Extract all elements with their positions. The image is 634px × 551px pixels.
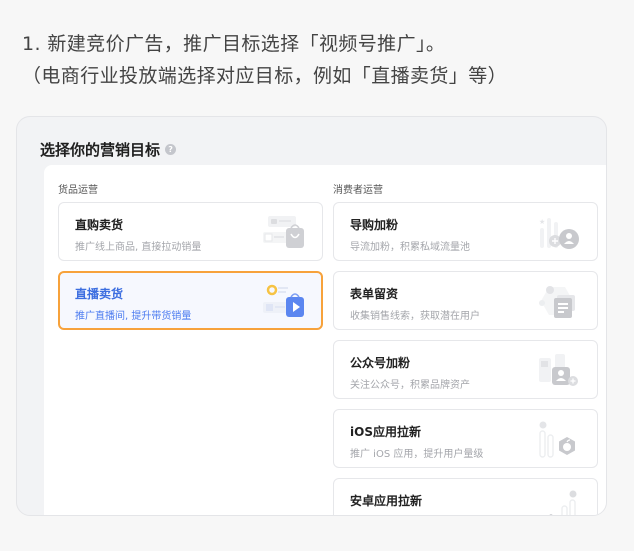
instruction-line-1: 1. 新建竞价广告，推广目标选择「视频号推广」。 — [22, 33, 446, 55]
goal-card-ios-app[interactable]: iOS应用拉新 推广 iOS 应用，提升用户量级 — [333, 409, 598, 468]
panel-title: 选择你的营销目标 ? — [40, 139, 177, 160]
column-label-consumer-ops: 消费者运营 — [333, 185, 383, 196]
goal-card-direct-purchase[interactable]: 直购卖货 推广线上商品, 直接拉动销量 — [58, 202, 323, 261]
card-title: 安卓应用拉新 — [350, 494, 423, 508]
card-title: 直购卖货 — [75, 218, 124, 232]
card-title: 公众号加粉 — [350, 356, 411, 370]
svg-text:★: ★ — [539, 218, 545, 226]
goal-options-area: 货品运营 直购卖货 推广线上商品, 直接拉动销量 直播卖货 推广直播间, 提升带… — [44, 165, 606, 515]
goal-card-follower-growth[interactable]: 导购加粉 导流加粉，积累私域流量池 ★ — [333, 202, 598, 261]
android-app-icon — [549, 490, 577, 515]
marketing-goal-panel: 选择你的营销目标 ? 货品运营 直购卖货 推广线上商品, 直接拉动销量 直播卖货… — [16, 116, 607, 516]
column-label-product-ops: 货品运营 — [58, 185, 98, 196]
card-desc: 关注公众号，积累品牌资产 — [350, 380, 470, 391]
add-user-chat-icon: ★ — [539, 218, 579, 249]
instruction-line-2: （电商行业投放端选择对应目标，例如「直播卖货」等） — [22, 65, 508, 87]
card-desc: 推广直播间, 提升带货销量 — [75, 311, 192, 322]
card-title: 直播卖货 — [75, 287, 124, 301]
card-title: iOS应用拉新 — [350, 425, 421, 439]
official-account-user-icon — [539, 354, 578, 386]
goal-card-live-selling[interactable]: 直播卖货 推广直播间, 提升带货销量 — [58, 271, 323, 330]
panel-title-text: 选择你的营销目标 — [40, 141, 161, 159]
apple-app-icon — [539, 421, 575, 458]
card-desc: 收集销售线索，获取潜在用户 — [350, 311, 480, 322]
card-title: 导购加粉 — [350, 218, 399, 232]
card-desc: 导流加粉，积累私域流量池 — [350, 242, 470, 253]
instruction-text: 1. 新建竞价广告，推广目标选择「视频号推广」。 （电商行业投放端选择对应目标，… — [22, 28, 622, 92]
card-desc: 推广 iOS 应用，提升用户量级 — [350, 449, 484, 460]
live-play-bag-icon — [263, 284, 304, 317]
card-title: 表单留资 — [350, 287, 399, 301]
goal-card-android-app[interactable]: 安卓应用拉新 — [333, 478, 598, 515]
goal-card-official-account[interactable]: 公众号加粉 关注公众号，积累品牌资产 — [333, 340, 598, 399]
form-document-icon — [539, 286, 575, 318]
question-circle-icon[interactable]: ? — [165, 144, 177, 155]
shopping-bag-icon — [263, 216, 304, 248]
card-desc: 推广线上商品, 直接拉动销量 — [75, 242, 202, 253]
goal-card-lead-form[interactable]: 表单留资 收集销售线索，获取潜在用户 — [333, 271, 598, 330]
